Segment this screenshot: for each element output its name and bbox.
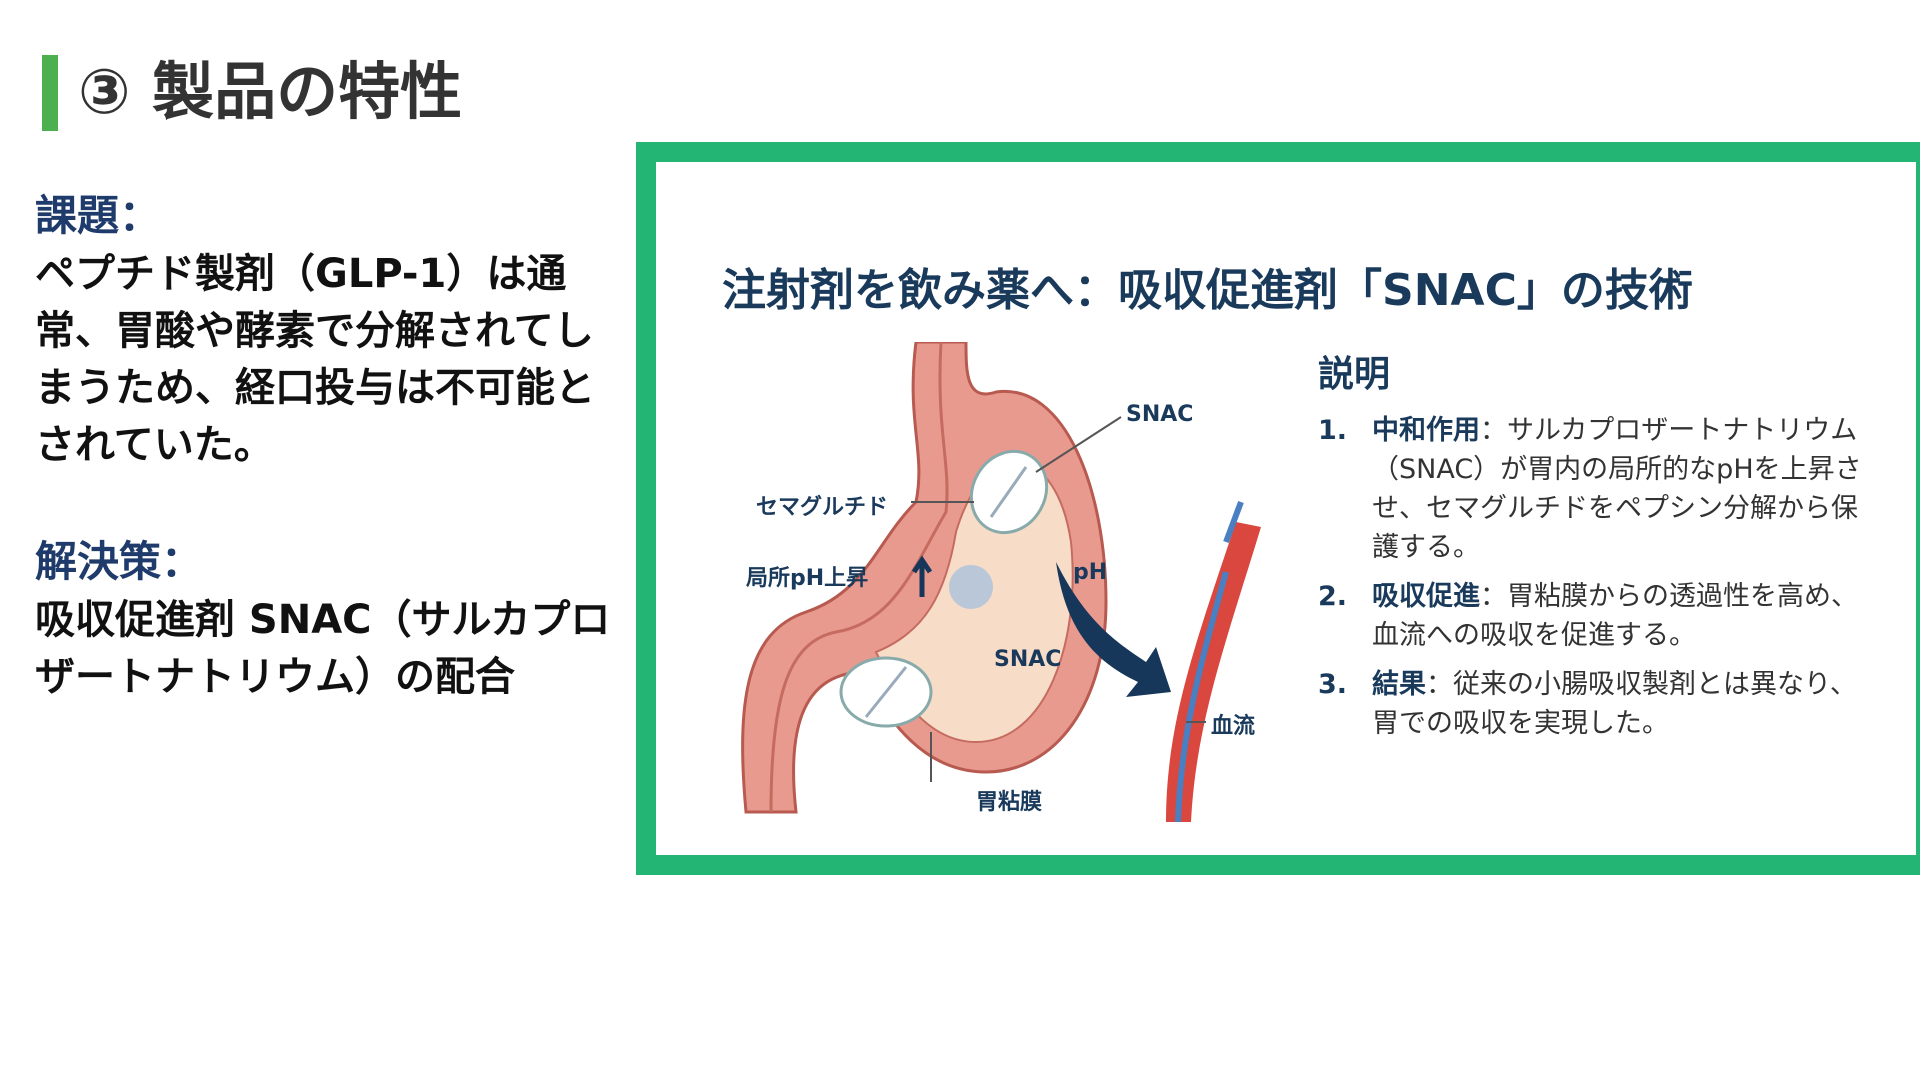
- item-text: ：サルカプロザートナトリウム（SNAC）が胃内の局所的なpHを上昇させ、セマグル…: [1372, 415, 1862, 563]
- label-local-ph: 局所pH上昇: [746, 566, 869, 591]
- explanation-heading: 説明: [1318, 354, 1391, 395]
- item-number: 1.: [1318, 415, 1348, 446]
- label-snac-bottom: SNAC: [994, 647, 1062, 672]
- stomach-illustration: SNAC セマグルチド 局所pH上昇 pH SNAC 血流 胃粘膜: [726, 340, 1286, 823]
- problem-heading: 課題：: [35, 191, 162, 240]
- solution-heading: 解決策：: [35, 537, 204, 586]
- item-text: ：従来の小腸吸収製剤とは異なり、胃での吸収を実現した。: [1372, 669, 1857, 739]
- label-snac-top: SNAC: [1126, 402, 1194, 427]
- problem-text: ペプチド製剤（GLP-1）は通常、胃酸や酵素で分解されてしまうため、経口投与は不…: [35, 251, 595, 468]
- infographic-title: 注射剤を飲み薬へ：吸収促進剤「SNAC」の技術: [722, 265, 1693, 316]
- page-title: ③ 製品の特性: [78, 55, 463, 128]
- left-panel: 課題： ペプチド製剤（GLP-1）は通常、胃酸や酵素で分解されてしまうため、経口…: [35, 188, 615, 706]
- item-text: ：胃粘膜からの透過性を高め、血流への吸収を促進する。: [1372, 581, 1858, 651]
- list-item: 3. 結果：従来の小腸吸収製剤とは異なり、胃での吸収を実現した。: [1318, 665, 1878, 743]
- label-mucosa: 胃粘膜: [976, 790, 1043, 815]
- item-number: 3.: [1318, 669, 1348, 700]
- stomach-icon: [741, 340, 1261, 823]
- title-accent-bar: [42, 55, 58, 131]
- item-number: 2.: [1318, 581, 1348, 612]
- list-item: 1. 中和作用：サルカプロザートナトリウム（SNAC）が胃内の局所的なpHを上昇さ…: [1318, 411, 1878, 567]
- label-blood: 血流: [1211, 714, 1256, 739]
- list-item: 2. 吸収促進：胃粘膜からの透過性を高め、血流への吸収を促進する。: [1318, 577, 1878, 655]
- item-key: 結果: [1372, 669, 1426, 700]
- item-key: 吸収促進: [1372, 581, 1480, 612]
- explanation-panel: 説明 1. 中和作用：サルカプロザートナトリウム（SNAC）が胃内の局所的なpHを…: [1318, 345, 1878, 753]
- infographic-frame: 注射剤を飲み薬へ：吸収促進剤「SNAC」の技術 SNAC セマグルチド 局所pH…: [636, 142, 1920, 875]
- label-semaglutide: セマグルチド: [756, 495, 889, 520]
- solution-text: 吸収促進剤 SNAC（サルカプロザートナトリウム）の配合: [35, 597, 611, 700]
- label-ph: pH: [1073, 560, 1108, 585]
- item-key: 中和作用: [1372, 415, 1480, 446]
